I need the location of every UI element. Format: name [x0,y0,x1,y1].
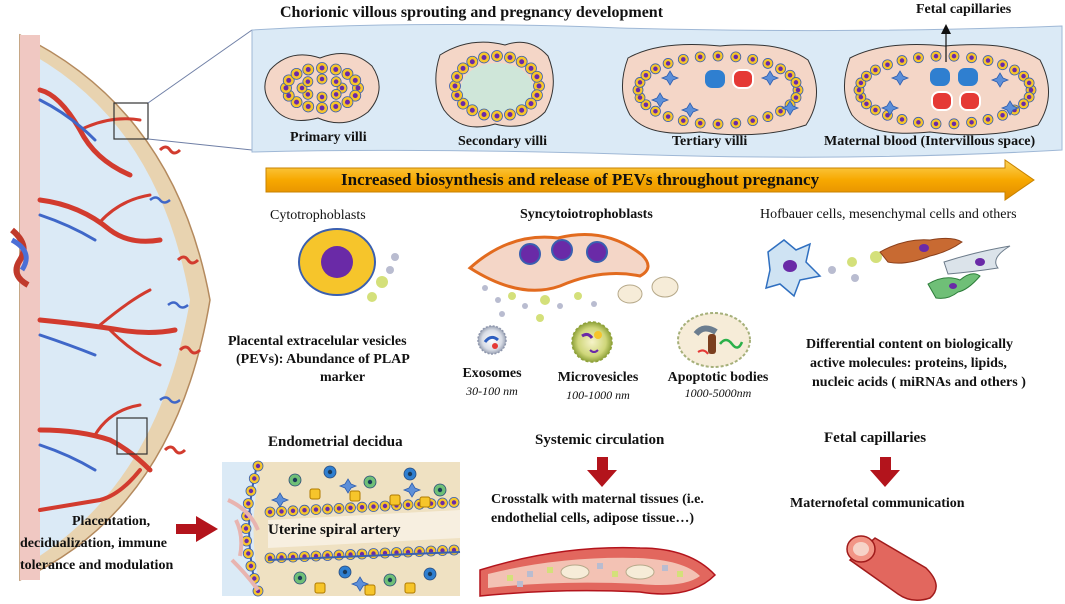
systemic-vessel [479,546,717,597]
villi-band [251,23,1063,158]
differential-line-1: Differential content on biologically [806,337,1013,352]
tertiary-villi-label: Tertiary villi [672,134,748,149]
syncytiotrophoblast-cell [467,232,679,322]
primary-villus [264,53,380,124]
systemic-circulation-label: Systemic circulation [535,432,665,448]
outcome-line-3: tolerance and modulation [20,558,174,573]
apoptotic-body-icon [677,312,751,368]
zoom-box-upper [113,102,149,140]
exosomes-size: 30-100 nm [466,384,518,398]
crosstalk-line-2: endothelial cells, adipose tissue…) [491,511,695,526]
differential-line-2: active molecules: proteins, lipids, [810,356,1007,371]
zoom-box-lower [116,417,148,455]
fetal-capillary-tube [846,535,937,601]
pevs-line-2: (PEVs): Abundance of PLAP [236,352,410,367]
syncytiotrophoblasts-label: Syncytoiotrophoblasts [520,207,653,222]
red-arrow-systemic [587,457,617,487]
maternal-blood-label: Maternal blood (Intervillous space) [824,134,1036,149]
hofbauer-label: Hofbauer cells, mesenchymal cells and ot… [760,207,1017,222]
microvesicle-icon [571,321,613,363]
secondary-villi-label: Secondary villi [458,134,548,149]
chorionic-plate [20,35,40,580]
tertiary-villus [622,44,817,136]
red-arrow-fetal [870,457,900,487]
cytotrophoblast-cell [298,228,399,302]
endometrial-decidua [222,460,461,597]
exosome-icon [477,325,507,355]
secondary-villus [435,41,554,128]
endometrial-decidua-label: Endometrial decidua [268,434,403,450]
maternofetal-label: Maternofetal communication [790,496,965,511]
primary-villi-label: Primary villi [290,130,367,145]
apoptotic-label: Apoptotic bodies [667,370,769,385]
placenta-section [10,29,253,582]
diagram-title: Chorionic villous sprouting and pregnanc… [280,4,664,21]
arrow-banner-text: Increased biosynthesis and release of PE… [341,170,820,189]
microvesicles-label: Microvesicles [557,370,639,385]
outcome-line-2: decidualization, immune [20,536,168,551]
biosynthesis-arrow [265,159,1035,201]
microvesicles-size: 100-1000 nm [566,388,630,402]
exosomes-label: Exosomes [462,366,522,381]
crosstalk-line-1: Crosstalk with maternal tissues (i.e. [491,492,704,507]
fetal-capillaries-bottom-label: Fetal capillaries [824,430,927,446]
cytotrophoblasts-label: Cytotrophoblasts [270,208,366,223]
apoptotic-size: 1000-5000nm [684,386,752,400]
pevs-line-1: Placental extracelular vesicles [228,334,407,349]
differential-line-3: nucleic acids ( miRNAs and others ) [812,375,1026,390]
uterine-spiral-artery-label: Uterine spiral artery [268,522,401,538]
pevs-line-3: marker [320,370,366,385]
placenta-inner-space [20,48,190,568]
outcome-line-1: Placentation, [72,514,151,529]
fetal-capillaries-top-label: Fetal capillaries [916,2,1012,17]
hofbauer-cells [764,237,1011,299]
maternal-blood-villus [844,24,1049,136]
red-arrow-left [176,516,218,542]
